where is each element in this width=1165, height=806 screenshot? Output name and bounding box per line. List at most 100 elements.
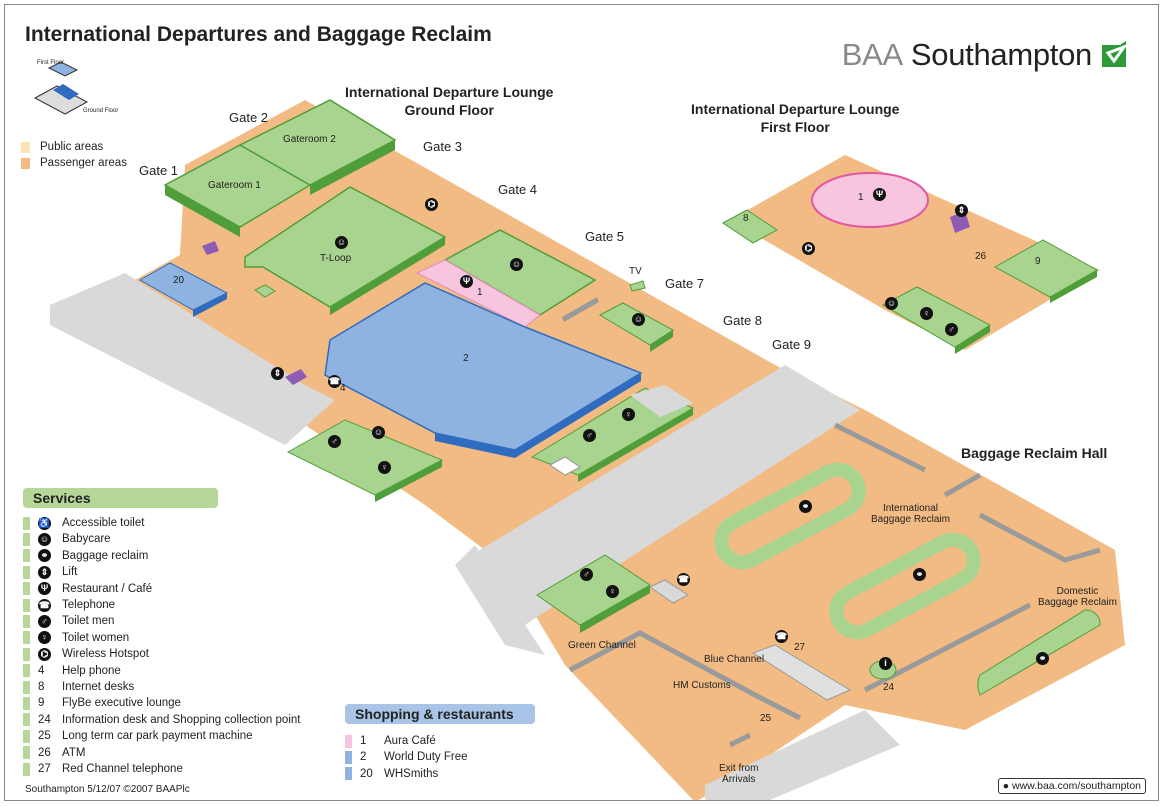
information-icon: i	[879, 657, 892, 670]
service-label: Accessible toilet	[62, 517, 145, 529]
service-swatch	[23, 516, 30, 530]
icon-glyph: Ψ	[38, 582, 51, 596]
exit-corridor	[705, 710, 900, 800]
heading-line: First Floor	[760, 119, 830, 135]
gate-5-label: Gate 5	[585, 229, 625, 244]
service-label: Telephone	[62, 599, 116, 611]
telephone-icon: ☎	[677, 573, 690, 586]
baggage-reclaim-icon: ⚭	[913, 568, 926, 581]
label-line: International	[882, 503, 938, 514]
shop-number: 1	[360, 735, 367, 747]
label-line: Domestic	[1056, 586, 1099, 597]
service-swatch	[23, 582, 30, 596]
floor-locator-icon	[33, 61, 89, 115]
label-line: Arrivals	[722, 774, 756, 785]
footer-url-link[interactable]: ● www.baa.com/southampton	[997, 778, 1146, 794]
icon-glyph: ♿	[38, 516, 51, 530]
arrivals-corridor	[455, 365, 860, 625]
service-label: Toilet women	[62, 631, 130, 644]
gate-7-label: Gate 7	[665, 276, 705, 291]
shop-row: 20 WHSmiths	[345, 766, 438, 782]
service-swatch	[23, 729, 30, 743]
gate-3-label: Gate 3	[423, 139, 463, 154]
shop-swatch	[345, 767, 352, 781]
key-passenger-areas: Passenger areas	[21, 155, 127, 171]
heading-line: International Departure Lounge	[691, 101, 900, 117]
shop-label: World Duty Free	[384, 751, 468, 764]
service-swatch	[23, 647, 30, 661]
heading-line: International Departure Lounge	[345, 84, 554, 100]
service-row: ☎ Telephone	[23, 597, 115, 613]
service-swatch	[23, 680, 30, 694]
gate-9-label: Gate 9	[772, 337, 812, 352]
shop-label: WHSmiths	[384, 767, 439, 780]
service-label: ATM	[62, 746, 86, 759]
lower-corridor	[455, 545, 545, 655]
lift-icon: ⇕	[271, 367, 284, 380]
footer-url-text: www.baa.com/southampton	[1012, 780, 1141, 792]
service-number: 25	[38, 730, 51, 743]
toilet-men-icon: ♂	[580, 568, 593, 581]
public-area-swatch	[21, 141, 30, 153]
service-label: Lift	[62, 566, 78, 579]
map-frame: International Departures and Baggage Rec…	[4, 4, 1159, 801]
baggage-reclaim-icon: ⚭	[799, 500, 812, 513]
service-row: ⌬Wireless Hotspot	[23, 646, 149, 662]
toilet-men-icon: ♂	[583, 429, 596, 442]
service-row: ♂Toilet men	[23, 613, 114, 629]
service-swatch	[23, 532, 30, 546]
wireless-hotspot-icon: ⌬	[425, 198, 438, 211]
toilet-men-icon: ♂	[328, 435, 341, 448]
icon-glyph: ☎	[38, 598, 51, 612]
service-label: Babycare	[62, 533, 111, 546]
shop-swatch	[345, 734, 352, 748]
toilet-men-icon: ♂	[945, 323, 958, 336]
shop-1-number: 1	[477, 287, 483, 298]
area-key: Public areas Passenger areas	[21, 139, 127, 171]
key-public-areas: Public areas	[21, 139, 127, 155]
hm-customs-label: HM Customs	[673, 680, 731, 691]
heading-line: Ground Floor	[404, 102, 494, 118]
babycare-icon: ☺	[510, 258, 523, 271]
toilet-women-icon: ♀	[920, 307, 933, 320]
telephone-icon: ☎	[328, 375, 341, 388]
service-label: Baggage reclaim	[62, 549, 149, 562]
icon-glyph: ⚭	[38, 549, 51, 563]
babycare-icon: ☺	[38, 532, 62, 546]
exit-arrivals-label: Exit from Arrivals	[719, 763, 758, 785]
service-swatch	[23, 598, 30, 612]
floor-locator-diagram: First Floor Ground Floor	[27, 60, 118, 120]
telephone-icon: ☎	[38, 598, 62, 612]
label-line: Baggage Reclaim	[871, 514, 950, 525]
toilet-men-icon: ♂	[38, 614, 62, 628]
ff-shop-1-number: 1	[858, 192, 864, 203]
service-label: Help phone	[62, 664, 121, 677]
icon-glyph: ☺	[38, 532, 51, 546]
landside-corridor	[50, 273, 335, 445]
help-phone-4-label: 4	[340, 383, 346, 394]
baggage-reclaim-icon: ⚭	[38, 549, 62, 563]
shop-label: Aura Café	[384, 735, 436, 747]
service-number: 27	[38, 763, 51, 775]
accessible-toilet-icon: ♿	[38, 516, 62, 530]
toilet-women-icon: ♀	[378, 461, 391, 474]
baggage-reclaim-icon: ⚭	[1036, 652, 1049, 665]
key-label: Public areas	[40, 141, 104, 153]
icon-glyph: ⌬	[38, 647, 51, 661]
service-label: Long term car park payment machine	[62, 730, 253, 743]
service-swatch	[23, 549, 30, 563]
shop-number: 20	[360, 767, 373, 780]
carousel-second	[829, 532, 981, 640]
international-reclaim-label: International Baggage Reclaim	[871, 503, 950, 525]
gate-1-label: Gate 1	[139, 163, 179, 178]
lift-icon: ⇕	[955, 204, 968, 217]
restaurant-icon: Ψ	[38, 582, 62, 596]
toilet-women-icon: ♀	[622, 408, 635, 421]
label-line: Exit from	[719, 763, 759, 774]
